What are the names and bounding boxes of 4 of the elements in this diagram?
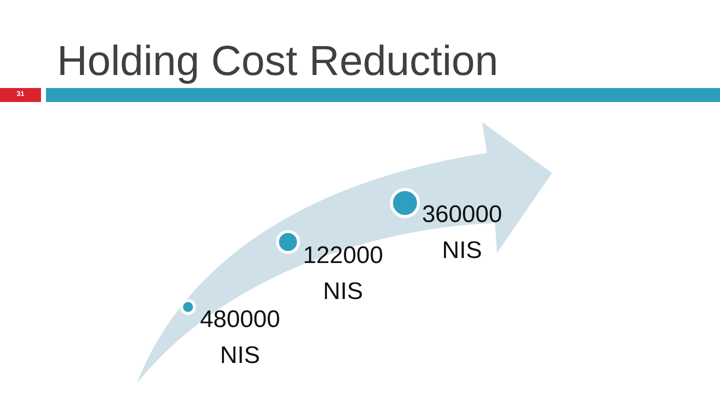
slide-title: Holding Cost Reduction [57,36,498,86]
value-label: 480000 NIS [198,305,282,371]
value-label: 360000 NIS [420,200,504,266]
value-label: 122000 NIS [302,241,384,307]
